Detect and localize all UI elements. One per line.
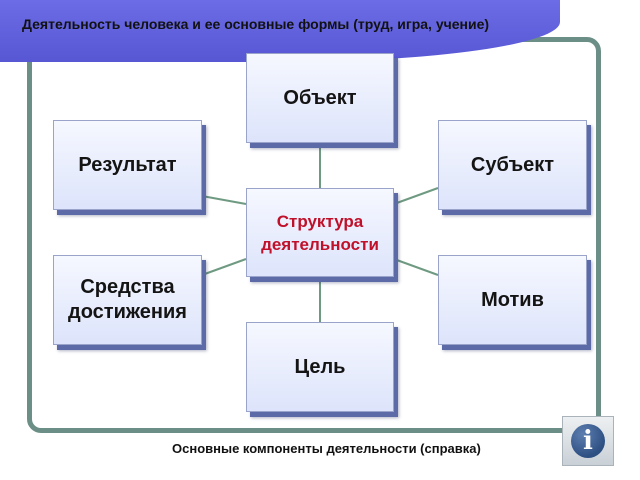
connector-means xyxy=(201,258,247,276)
node-subject: Субъект xyxy=(438,120,587,210)
node-result: Результат xyxy=(53,120,202,210)
header-band xyxy=(0,0,560,62)
slide-title: Деятельность человека и ее основные форм… xyxy=(22,16,490,32)
connector-motive xyxy=(393,258,439,276)
node-motive: Мотив xyxy=(438,255,587,345)
info-button[interactable]: i xyxy=(562,416,614,466)
node-goal: Цель xyxy=(246,322,394,412)
node-object: Объект xyxy=(246,53,394,143)
node-center-structure: Структура деятельности xyxy=(246,188,394,277)
connector-result xyxy=(201,195,247,205)
connector-subject xyxy=(393,187,439,205)
info-icon: i xyxy=(571,424,605,458)
node-means: Средства достижения xyxy=(53,255,202,345)
footer-reference-link[interactable]: Основные компоненты деятельности (справк… xyxy=(172,441,481,456)
